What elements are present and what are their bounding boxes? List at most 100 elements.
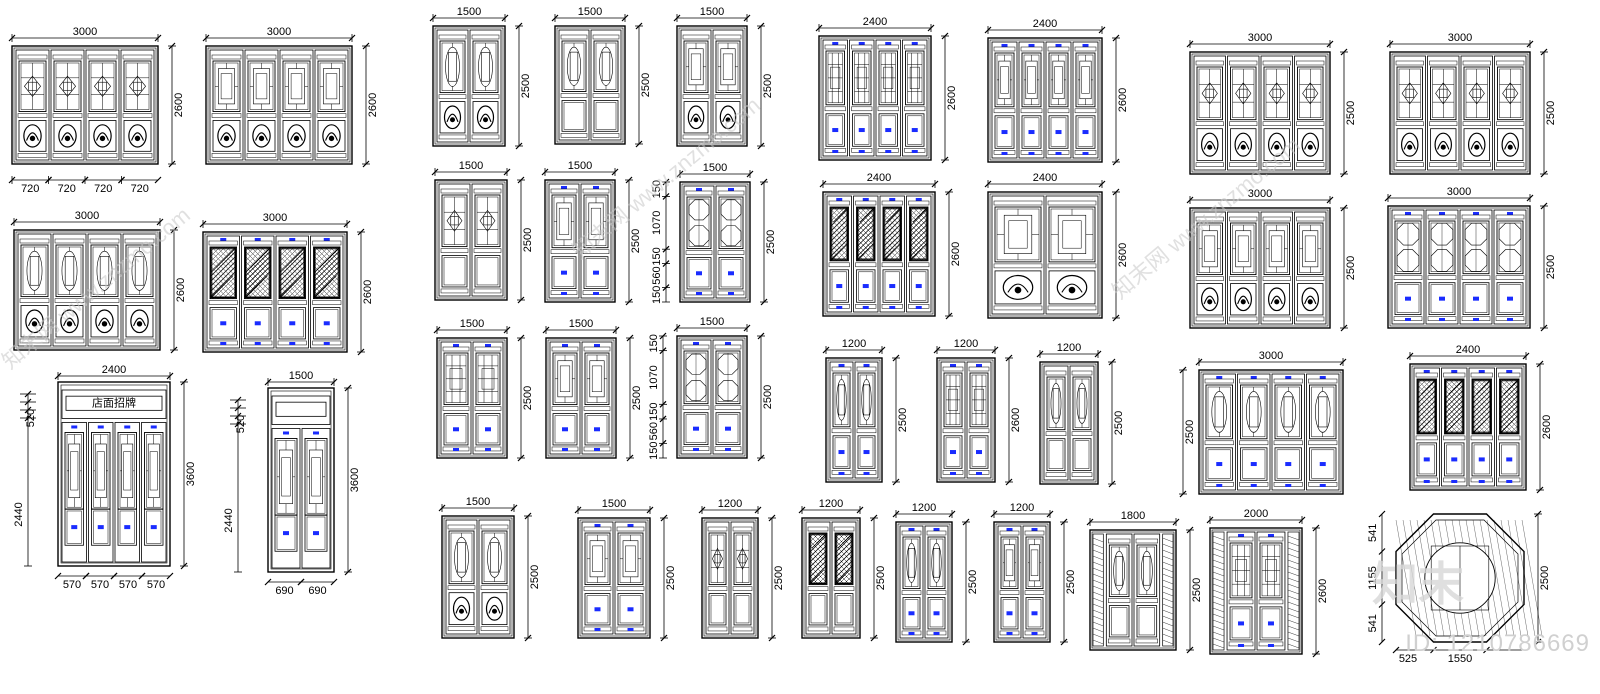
side-lattice — [1092, 537, 1104, 543]
dim-tick — [948, 510, 956, 518]
bottom-panel-inner — [1074, 440, 1090, 469]
top-rail — [1229, 60, 1258, 66]
dimension-label: 2500 — [1545, 255, 1557, 279]
bottom-rail — [1262, 162, 1291, 167]
octagon-lattice — [1486, 519, 1508, 637]
dim-tick — [621, 14, 629, 22]
medal-carving — [719, 105, 737, 130]
oval-inner — [908, 548, 915, 578]
top-rail — [582, 188, 610, 194]
blue-marker — [696, 188, 702, 191]
blue-marker — [976, 450, 982, 455]
blue-marker — [1028, 152, 1035, 155]
blue-marker — [858, 42, 865, 45]
bottom-panel — [617, 593, 644, 626]
blue-marker — [1216, 462, 1223, 467]
top-rail — [942, 366, 964, 372]
dense-bar — [278, 250, 306, 278]
leaf-frame — [548, 183, 580, 299]
mid-rail — [440, 248, 469, 253]
dense-bar — [829, 208, 849, 228]
door-inner-frame — [1411, 365, 1525, 489]
door-leaf — [1391, 209, 1425, 325]
dense-bar — [829, 233, 849, 253]
dim-tick — [991, 346, 999, 354]
bottom-panel-inner — [858, 271, 874, 301]
bottom-panel-inner — [1473, 444, 1490, 475]
dense-bar — [209, 250, 237, 278]
dense-bar — [1499, 384, 1520, 405]
pattern-outer — [593, 40, 619, 92]
dim-tick — [54, 572, 62, 580]
bottom-panel — [683, 101, 709, 134]
dense-bar — [209, 270, 237, 298]
top-rail — [828, 200, 850, 206]
bottom-panel-inner — [1050, 117, 1067, 147]
blue-marker — [289, 321, 296, 326]
dense-bar — [278, 246, 295, 263]
blue-marker — [323, 321, 330, 326]
door-outer-frame — [895, 521, 953, 643]
side-lattice — [1162, 555, 1174, 561]
frame-inner-panel — [290, 73, 303, 100]
top-rail — [1496, 60, 1525, 66]
blue-marker — [1507, 212, 1513, 215]
door-outer-frame — [577, 517, 651, 639]
pattern-outer — [1274, 384, 1302, 440]
dense-bar — [244, 250, 272, 278]
bottom-panel-inner — [1311, 449, 1335, 479]
leaf-frame — [471, 183, 504, 297]
dim-tick — [962, 638, 970, 646]
blue-marker — [693, 342, 699, 345]
blue-marker — [1439, 296, 1445, 301]
top-rail — [807, 526, 829, 532]
blue-marker — [1238, 534, 1245, 537]
bottom-panel — [715, 412, 741, 446]
octagon-panel — [685, 380, 707, 401]
medal-center — [483, 117, 488, 123]
blue-marker — [933, 632, 940, 635]
medal-carving — [443, 105, 462, 130]
leaf-frame — [924, 525, 949, 639]
blue-marker — [593, 186, 599, 189]
door-inner-frame — [678, 337, 746, 457]
medal-center — [99, 135, 106, 142]
dim-tick — [1526, 40, 1534, 48]
door-outer-frame — [11, 45, 159, 165]
door-leaf — [472, 341, 504, 455]
blue-marker — [1506, 457, 1513, 462]
grid-center — [1265, 559, 1277, 582]
dim-tick — [501, 14, 509, 22]
top-rail — [583, 346, 611, 352]
dim-tick — [1112, 34, 1120, 42]
leaf-frame — [558, 29, 590, 141]
pattern-inner — [810, 534, 826, 583]
dim-tick — [673, 14, 681, 22]
pattern-outer — [212, 60, 241, 112]
bottom-panel — [552, 413, 578, 446]
door-outer-frame — [202, 231, 348, 353]
oval-inner — [448, 52, 457, 82]
top-rail — [17, 54, 48, 60]
dim-tick — [517, 454, 525, 462]
dense-bar — [882, 218, 902, 238]
medal-center — [101, 321, 108, 327]
leaf-frame — [1425, 209, 1459, 325]
medal-center — [223, 135, 230, 142]
dimension-label: 2500 — [1113, 411, 1125, 435]
leaf-frame — [438, 183, 471, 297]
lattice-diamond — [479, 209, 496, 232]
bottom-panel-inner — [119, 510, 135, 544]
blue-marker — [976, 472, 982, 475]
bottom-panel-inner — [880, 115, 896, 145]
dense-bar — [1416, 384, 1437, 405]
dimension-label: 570 — [147, 579, 165, 591]
bottom-rail — [560, 133, 588, 138]
bottom-panel-inner — [443, 257, 466, 286]
octagon-lattice — [1402, 519, 1424, 637]
blue-marker — [976, 364, 982, 367]
dim-tick — [660, 634, 668, 642]
pattern-outer — [969, 372, 989, 428]
